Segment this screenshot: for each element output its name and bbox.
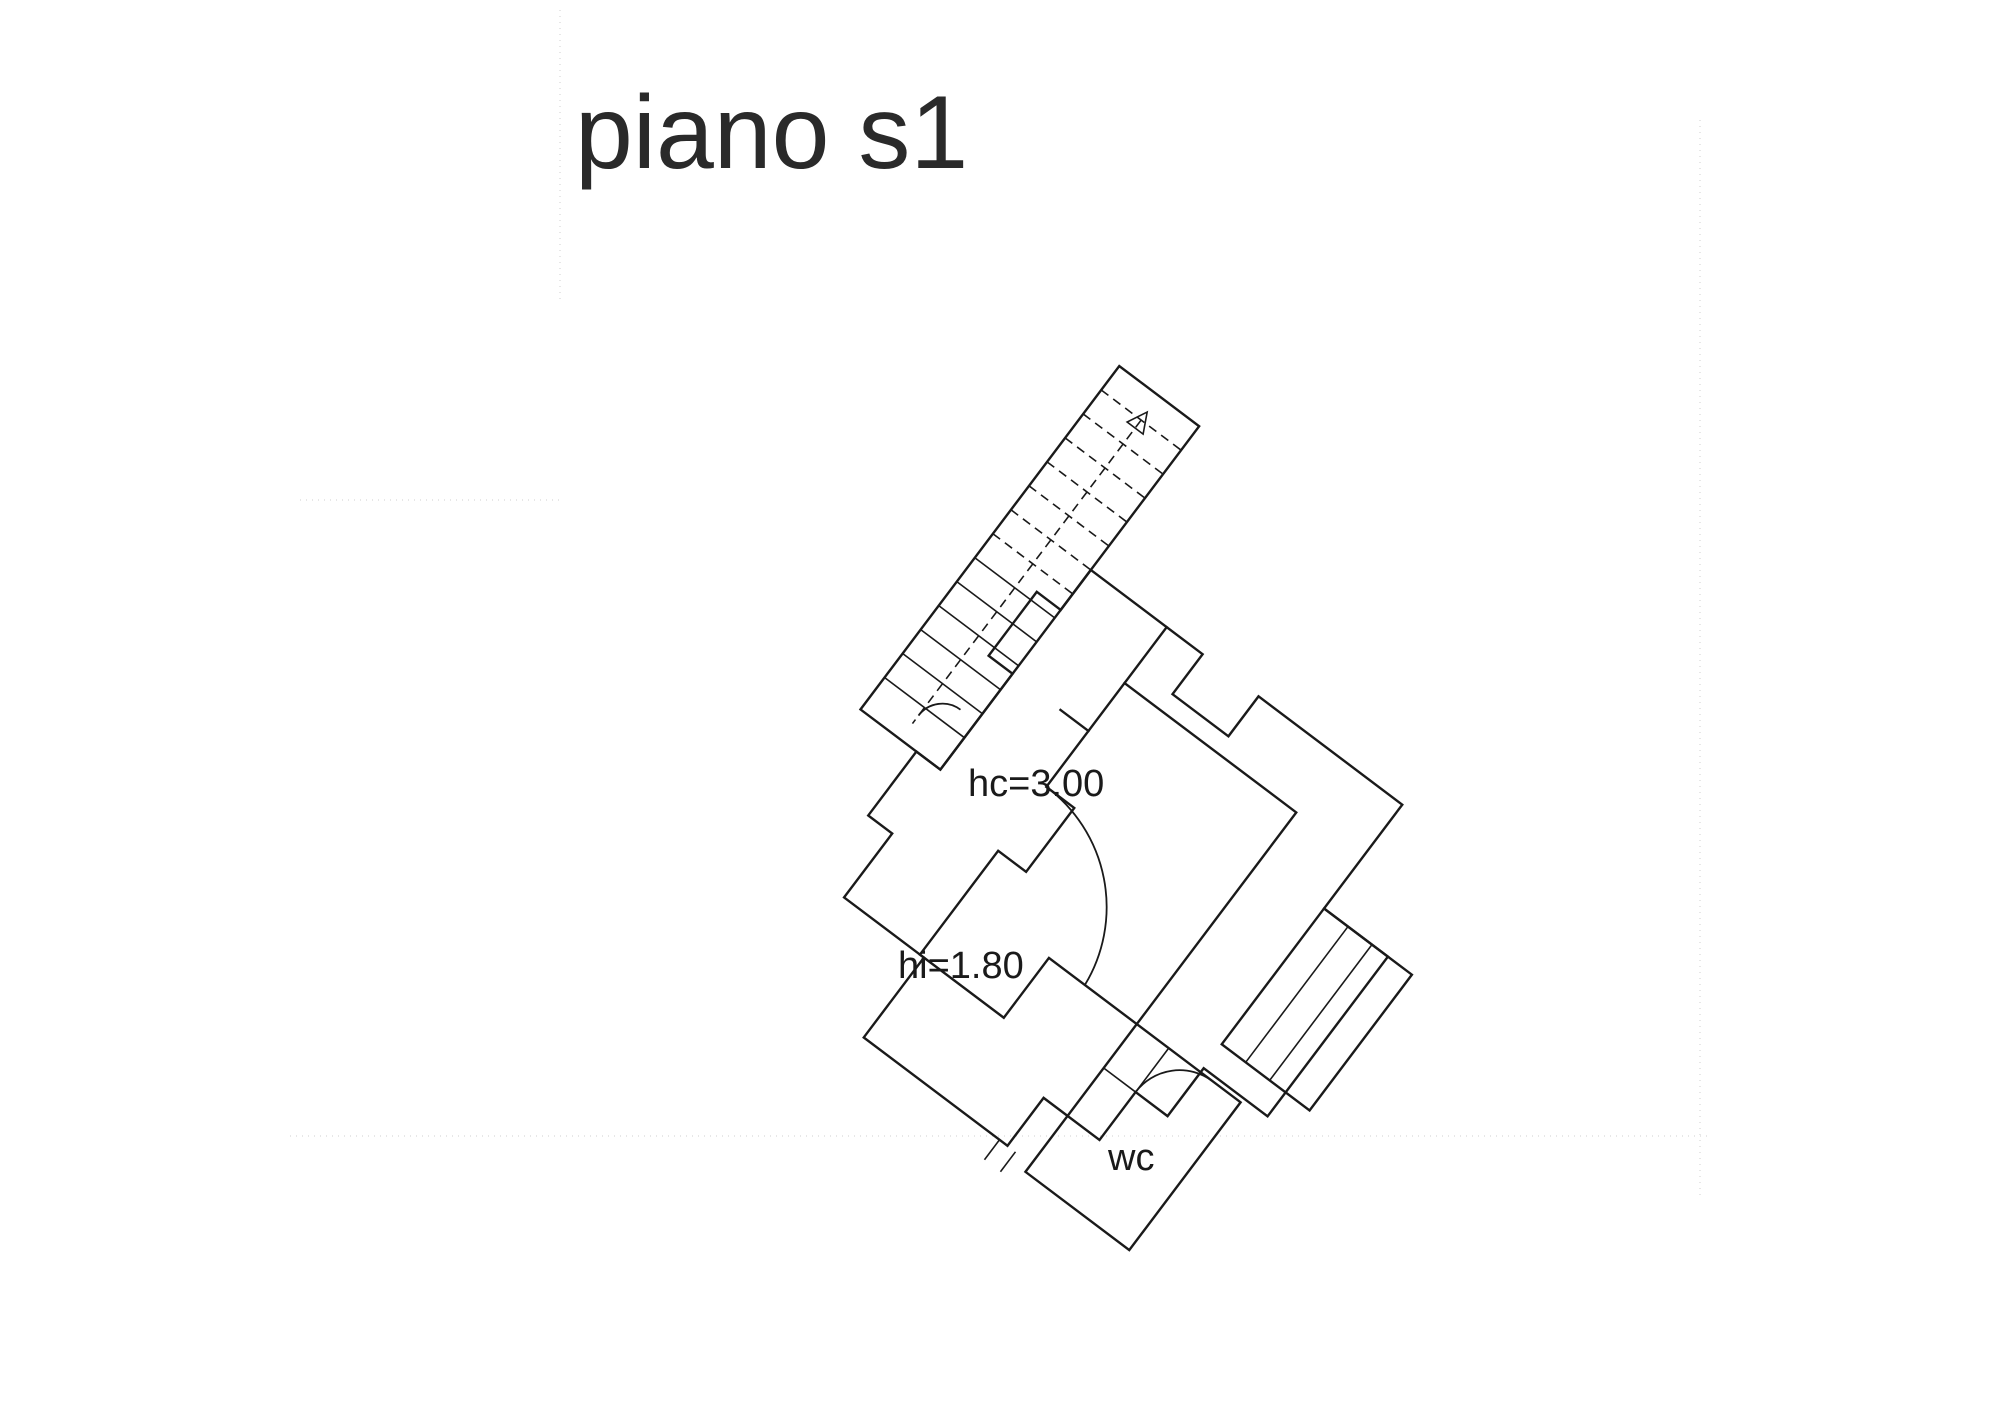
- wc-divider: [1103, 1067, 1137, 1093]
- window-mark: [999, 1151, 1017, 1173]
- building-plan: [842, 364, 1414, 1252]
- partition-wall: [1122, 625, 1169, 685]
- partition-wall: [1058, 708, 1091, 733]
- wc-door-leaf: [1134, 1047, 1170, 1093]
- staircase: [858, 364, 1201, 772]
- internal-height-label: hi=1.80: [898, 945, 1024, 987]
- main-room-outline: [918, 681, 1298, 1026]
- window-mark: [983, 1139, 1001, 1161]
- wc-door-swing: [1134, 1069, 1214, 1093]
- scan-noise: [290, 10, 1710, 1200]
- stair-up-arrow-icon: [1125, 410, 1149, 436]
- main-door-swing: [1045, 786, 1108, 986]
- ceiling-height-label: hc=3.00: [968, 763, 1104, 805]
- wc-label: wc: [1107, 1137, 1154, 1179]
- right-bay-divider: [1245, 926, 1349, 1063]
- right-bay-divider: [1269, 944, 1373, 1081]
- plan-title: piano s1: [575, 75, 968, 191]
- wc-room: [1023, 1022, 1243, 1252]
- right-bay: [1220, 906, 1414, 1113]
- stair-door-swing: [917, 702, 962, 717]
